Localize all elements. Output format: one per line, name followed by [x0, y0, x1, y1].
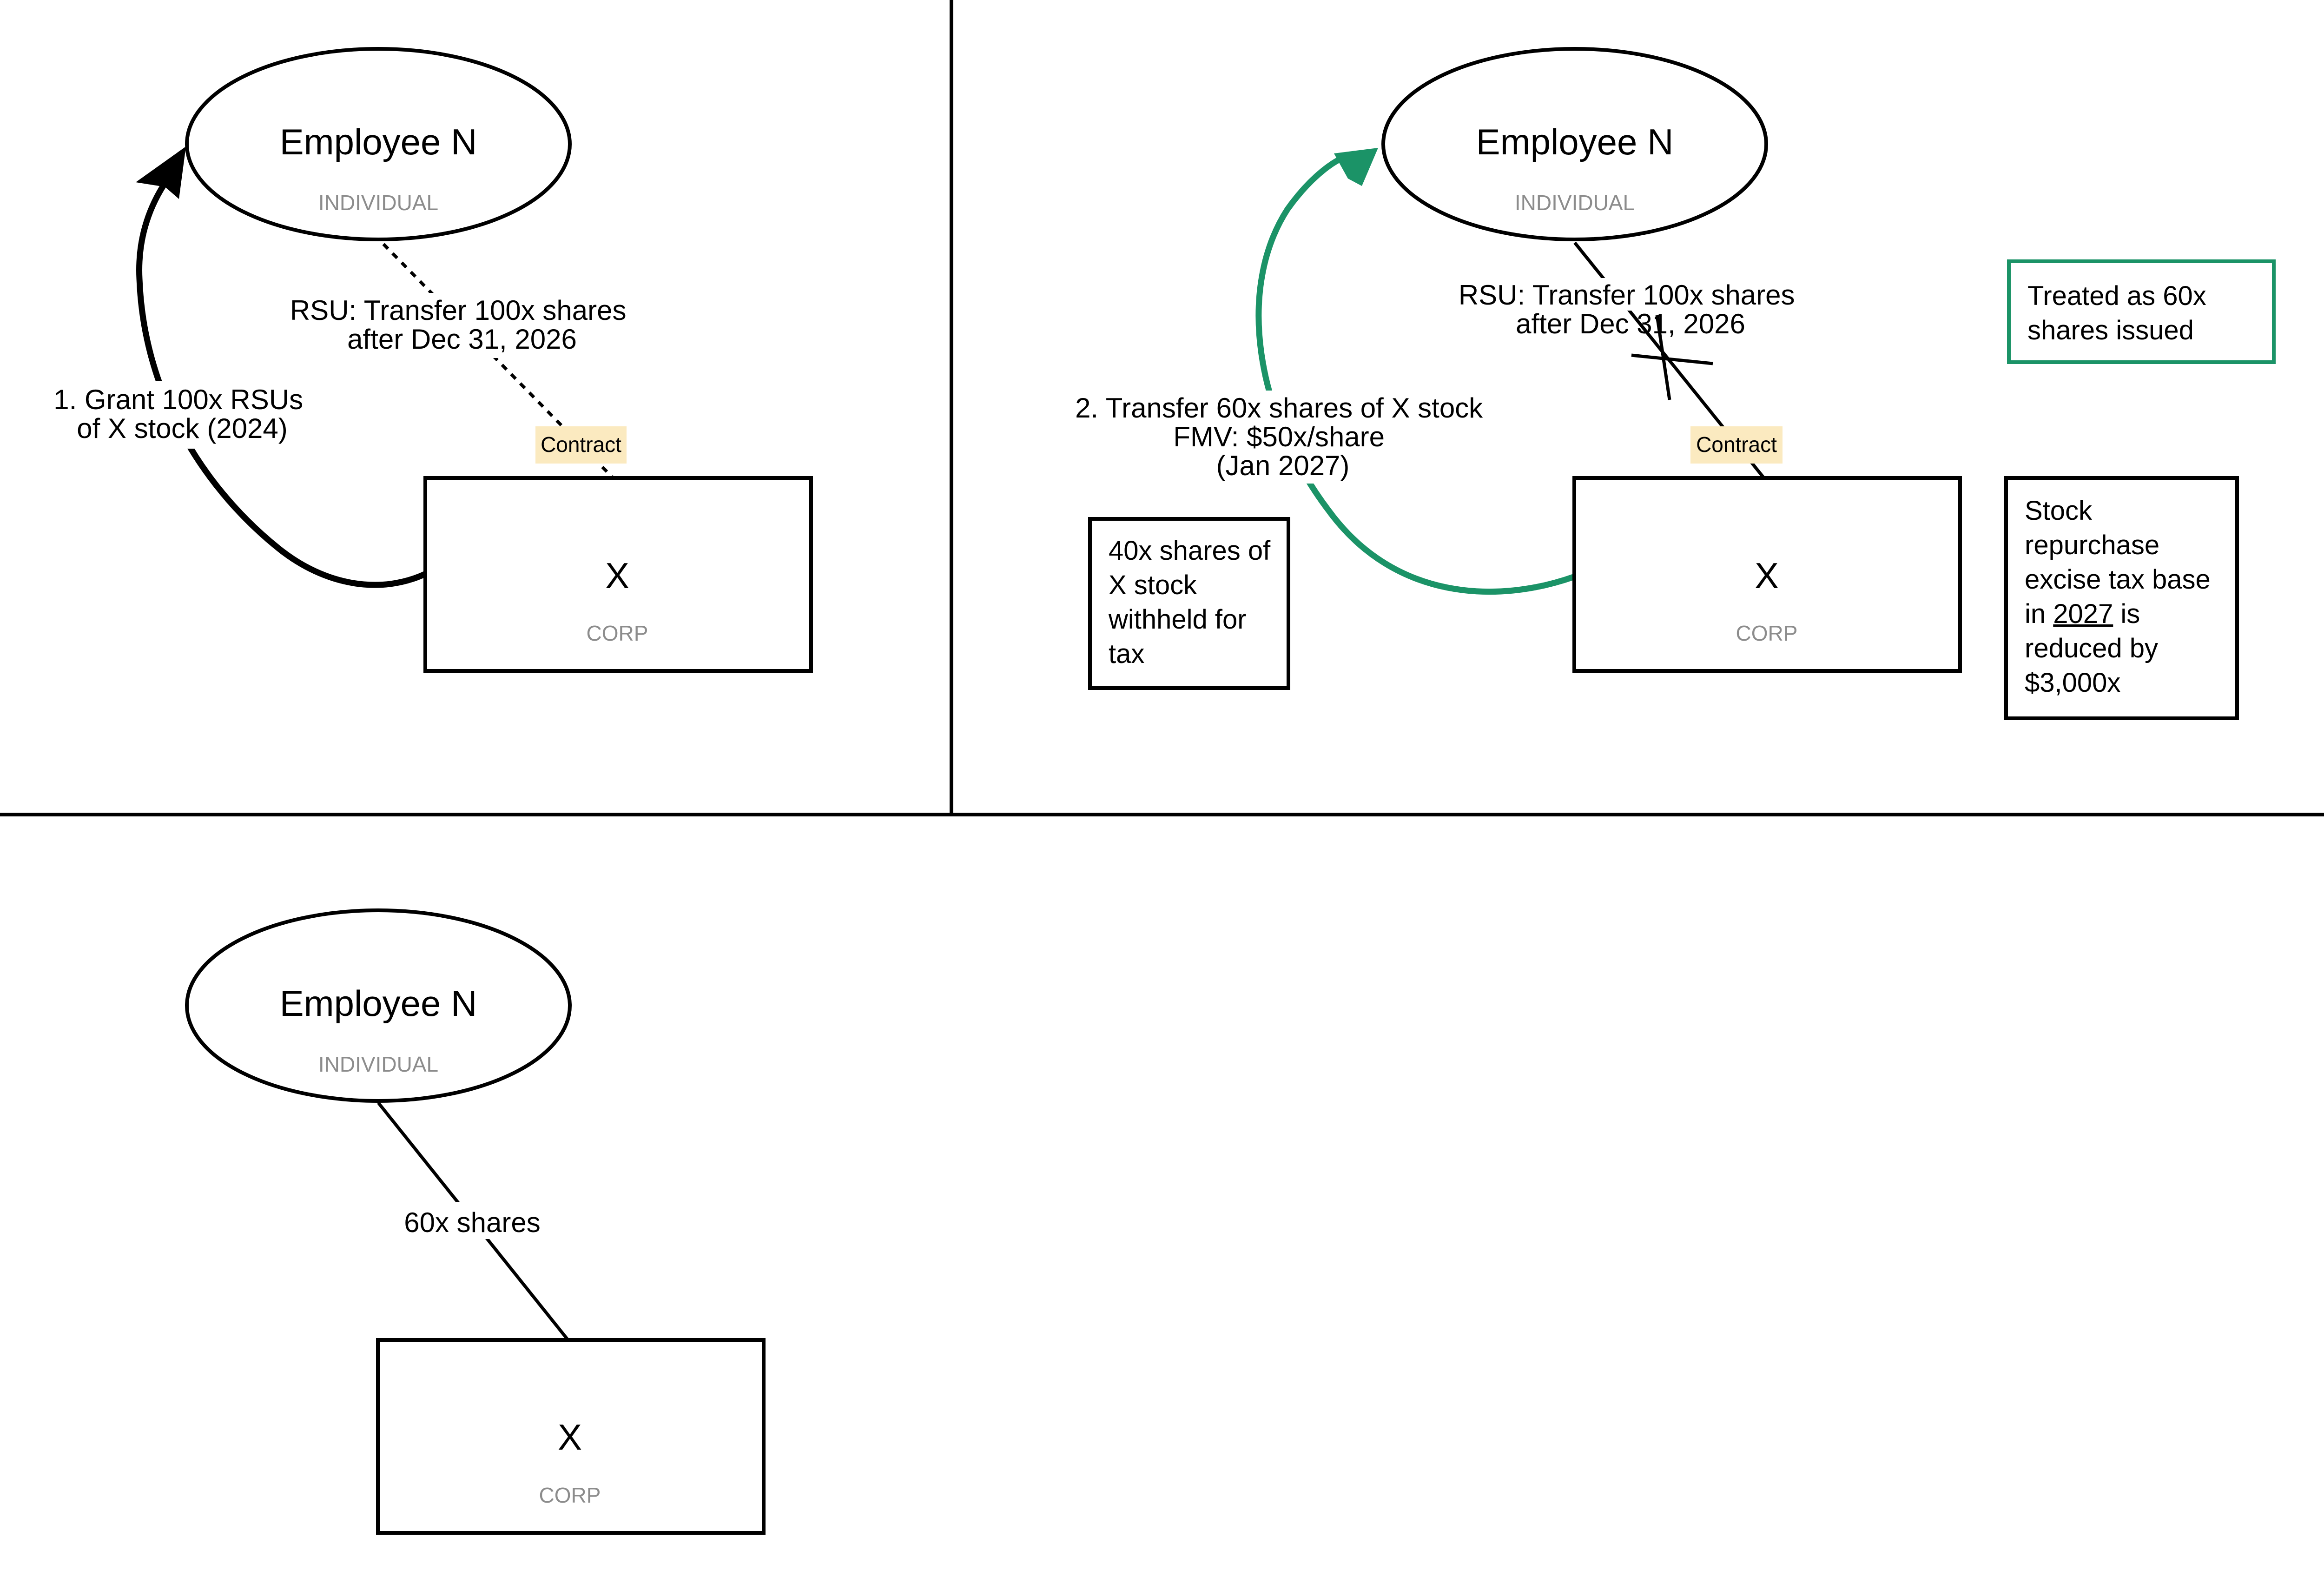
- transfer-arrowhead: [1334, 148, 1378, 186]
- contract-tag: Contract: [535, 426, 627, 464]
- employee-type: INDIVIDUAL: [318, 1052, 438, 1076]
- withheld-note: 40x shares of X stock withheld for tax: [1088, 517, 1290, 690]
- excise-note: Stock repurchase excise tax base in 2027…: [2004, 476, 2239, 720]
- corp-name: X: [1755, 555, 1779, 596]
- employee-node[interactable]: Employee N INDIVIDUAL: [1381, 47, 1768, 241]
- employee-type: INDIVIDUAL: [318, 191, 438, 215]
- holding-label: 60x shares: [404, 1207, 541, 1238]
- contract-label: RSU: Transfer 100x shares after Dec 31, …: [1459, 279, 1802, 339]
- panel-2: Employee N INDIVIDUAL RSU: Transfer 100x…: [1069, 47, 1962, 673]
- corp-node[interactable]: X CORP: [423, 476, 813, 673]
- employee-node[interactable]: Employee N INDIVIDUAL: [185, 47, 572, 241]
- panel-1: Employee N INDIVIDUAL RSU: Transfer 100x…: [46, 47, 813, 673]
- svg-text:Contract: Contract: [541, 432, 621, 457]
- panel-3: Employee N INDIVIDUAL 60x shares X CORP: [185, 908, 766, 1535]
- corp-name: X: [558, 1417, 582, 1458]
- employee-type: INDIVIDUAL: [1515, 191, 1635, 215]
- excise-year: 2027: [2053, 599, 2113, 629]
- employee-name: Employee N: [1476, 121, 1674, 162]
- transfer-label: 2. Transfer 60x shares of X stock FMV: $…: [1075, 392, 1491, 481]
- corp-name: X: [605, 555, 629, 596]
- grant-label: 1. Grant 100x RSUs of X stock (2024): [53, 384, 311, 444]
- grant-arrowhead: [136, 146, 186, 199]
- contract-line: [382, 243, 614, 479]
- corp-node[interactable]: X CORP: [376, 1338, 766, 1535]
- corp-node[interactable]: X CORP: [1572, 476, 1962, 673]
- employee-name: Employee N: [280, 121, 477, 162]
- cross-mark: [1655, 315, 1671, 400]
- cross-mark: [1631, 353, 1713, 365]
- employee-node[interactable]: Employee N INDIVIDUAL: [185, 908, 572, 1103]
- corp-type: CORP: [587, 621, 648, 645]
- employee-name: Employee N: [280, 983, 477, 1024]
- contract-tag: Contract: [1690, 426, 1783, 464]
- contract-label: RSU: Transfer 100x shares after Dec 31, …: [290, 295, 634, 355]
- corp-type: CORP: [539, 1483, 601, 1507]
- treated-note: Treated as 60x shares issued: [2007, 259, 2276, 364]
- corp-type: CORP: [1736, 621, 1798, 645]
- svg-text:Contract: Contract: [1696, 432, 1777, 457]
